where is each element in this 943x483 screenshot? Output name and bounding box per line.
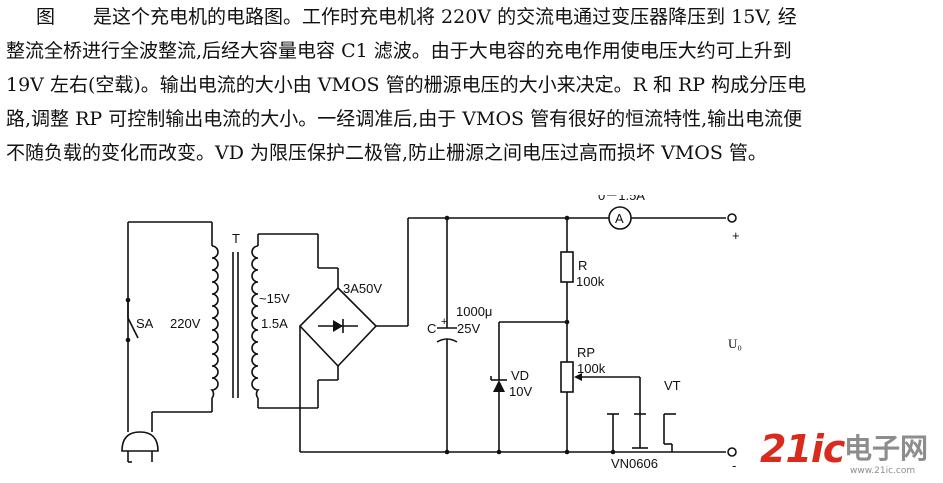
secondary-current-label: 1.5A	[261, 316, 288, 331]
ammeter-range-label: 0－1.5A	[598, 195, 645, 203]
resistor-value-label: 100k	[576, 274, 605, 289]
description-line-5: 不随负载的变化而改变。VD 为限压保护二极管,防止栅源之间电压过高而损坏 VMO…	[6, 142, 767, 164]
capacitor-label: C	[427, 321, 436, 336]
description-line-4: 路,调整 RP 可控制输出电流的大小。一经调准后,由于 VMOS 管有很好的恒流…	[6, 108, 803, 130]
watermark-domain: www.21ic.com	[850, 466, 916, 476]
transformer-t: T 220V ~15V 1.5A	[170, 231, 290, 399]
secondary-wiring	[257, 233, 339, 409]
capacitor-plus-sign: +	[441, 316, 447, 328]
transformer-label: T	[232, 231, 240, 246]
pot-value-label: 100k	[577, 361, 606, 376]
power-plug	[121, 431, 159, 463]
description-line-2: 整流全桥进行全波整流,后经大容量电容 C1 滤波。由于大电容的充电作用使电压大约…	[6, 40, 792, 62]
watermark-brand: 21ic	[760, 427, 845, 471]
output-plus-label: +	[732, 228, 740, 243]
output-terminals: + - U₀	[727, 213, 742, 473]
mosfet-part-label: VN0606	[611, 456, 658, 471]
diode-voltage-label: 10V	[509, 384, 532, 399]
circuit-schematic: SA T 220V ~15V 1.5A 3A50V	[121, 195, 742, 473]
capacitor-value-label: 1000μ	[456, 304, 492, 319]
description-line-3: 19V 左右(空载)。输出电流的大小由 VMOS 管的栅源电压的大小来决定。R …	[6, 74, 807, 96]
diode-label: VD	[511, 368, 529, 383]
primary-voltage-label: 220V	[170, 316, 201, 331]
capacitor-voltage-label: 25V	[457, 321, 480, 336]
mosfet-vt: VT VN0606	[607, 378, 681, 471]
switch-sa: SA	[125, 297, 154, 343]
mosfet-label: VT	[664, 378, 681, 393]
watermark-cn-text: 电子网	[844, 432, 929, 465]
dc-wiring	[299, 215, 726, 455]
capacitor-c: C + 1000μ 25V	[427, 218, 492, 452]
output-minus-label: -	[732, 458, 736, 473]
resistor-r: R 100k	[560, 218, 605, 362]
bridge-rating-label: 3A50V	[343, 281, 382, 296]
output-voltage-label: U₀	[728, 336, 742, 351]
potentiometer-rp: RP 100k	[560, 345, 641, 452]
ammeter-symbol: A	[615, 211, 624, 226]
bridge-rectifier: 3A50V	[298, 281, 382, 368]
resistor-label: R	[578, 258, 587, 273]
zener-diode-vd: VD 10V	[490, 321, 567, 452]
primary-wiring	[127, 221, 213, 432]
switch-label: SA	[136, 316, 154, 331]
ammeter: A 0－1.5A	[598, 195, 645, 230]
watermark-logo: 21ic 电子网 www.21ic.com	[760, 426, 940, 480]
pot-label: RP	[577, 345, 595, 360]
description-line-1: 图 是这个充电机的电路图。工作时充电机将 220V 的交流电通过变压器降压到 1…	[36, 6, 797, 28]
secondary-voltage-label: ~15V	[259, 291, 290, 306]
